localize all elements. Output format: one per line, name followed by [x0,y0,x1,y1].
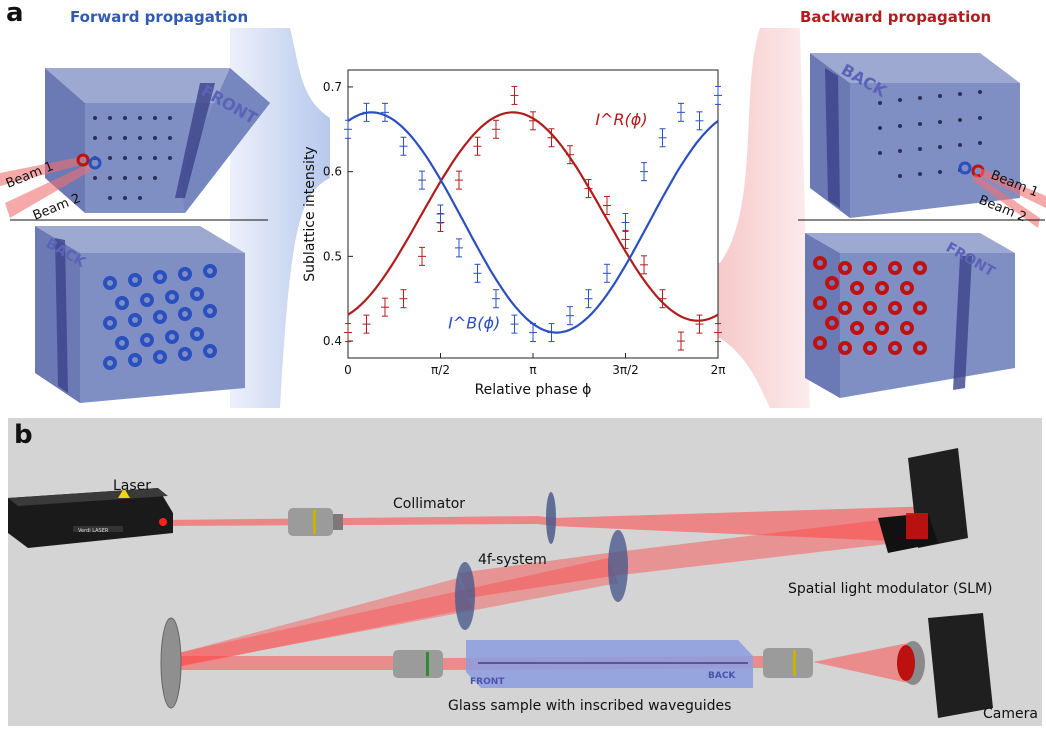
x-axis-label: Relative phase ϕ [475,382,592,398]
backward-illustration: BACK Beam 1 Beam 2 FRONT [660,28,1046,408]
data-point [713,323,722,343]
optical-setup: Verdi LASER Laser Collimator 4f-system S… [8,448,1038,722]
laser-brand: Verdi LASER [78,528,109,534]
data-point [529,111,538,131]
laser-label: Laser [113,478,151,494]
lens-2 [608,530,628,602]
sublattice-intensity-chart: 0.4 0.5 0.6 0.7 0 π/2 π 3π/2 2π Sublattice inten… [302,69,726,398]
data-point [658,289,667,309]
data-point [695,314,704,334]
x-tick-label: π [529,363,536,377]
objective-output [763,648,813,678]
blue-curve-annotation: I^B(ϕ) [448,313,500,332]
data-point [436,204,445,224]
data-point [510,85,519,105]
x-tick-label: 2π [711,363,726,377]
objective-input [393,650,443,678]
data-point [510,314,519,334]
sample-back-label: BACK [708,671,736,681]
data-point [640,162,649,182]
x-tick-label: 3π/2 [612,363,639,377]
y-tick-label: 0.6 [323,165,342,179]
data-point [380,102,389,122]
y-tick-label: 0.7 [323,80,342,94]
red-output-rings [813,256,927,355]
data-point [566,306,575,326]
data-point [547,128,556,148]
forward-illustration: FRONT Beam 1 Beam 2 BACK [0,28,330,408]
data-point [602,263,611,283]
panel-a-letter: a [6,0,24,28]
data-point [473,263,482,283]
data-point [584,289,593,309]
data-point [713,85,722,105]
backward-propagation-title: Backward propagation [800,8,992,26]
data-point [677,102,686,122]
data-point [362,102,371,122]
data-point [473,136,482,156]
red-curve-annotation: I^R(ϕ) [595,110,647,129]
data-point [344,119,352,139]
data-point [418,246,427,266]
blue-glow-funnel [230,28,330,408]
data-point [344,323,352,343]
data-point [640,255,649,275]
forward-propagation-title: Forward propagation [70,8,249,26]
waveguide-dots-top [93,116,172,200]
slm-label: Spatial light modulator (SLM) [788,581,993,597]
y-tick-label: 0.5 [323,249,342,263]
data-point [584,179,593,199]
lens-3 [455,562,475,630]
slab-top-face [45,68,270,103]
data-point [621,212,630,232]
panel-b-letter: b [14,420,33,450]
objective-collimator [288,508,333,536]
data-point [566,145,575,165]
data-point [455,170,464,190]
y-tick-label: 0.4 [323,334,342,348]
blue-output-rings [103,264,217,370]
camera-body [928,613,993,718]
data-point [529,323,538,343]
x-tick-label: 0 [344,363,352,377]
data-point [455,238,464,258]
x-tick-label: π/2 [431,363,450,377]
data-point [399,289,408,309]
data-point [695,111,704,131]
data-point [491,289,500,309]
glass-sample [466,640,753,688]
data-point [418,170,427,190]
fourf-label: 4f-system [478,552,547,568]
data-point [399,136,408,156]
mirror [160,617,182,709]
sample-label: Glass sample with inscribed waveguides [448,698,731,714]
sample-front-label: FRONT [470,677,505,687]
camera-label: Camera [983,706,1038,722]
data-point [677,331,686,351]
data-point [547,323,556,343]
data-point [658,128,667,148]
data-point [491,119,500,139]
data-point [380,297,389,317]
y-axis-label: Sublattice intensity [302,146,318,281]
collimator-label: Collimator [393,496,465,512]
data-point [602,196,611,216]
lens-1 [546,492,556,544]
data-point [362,314,371,334]
